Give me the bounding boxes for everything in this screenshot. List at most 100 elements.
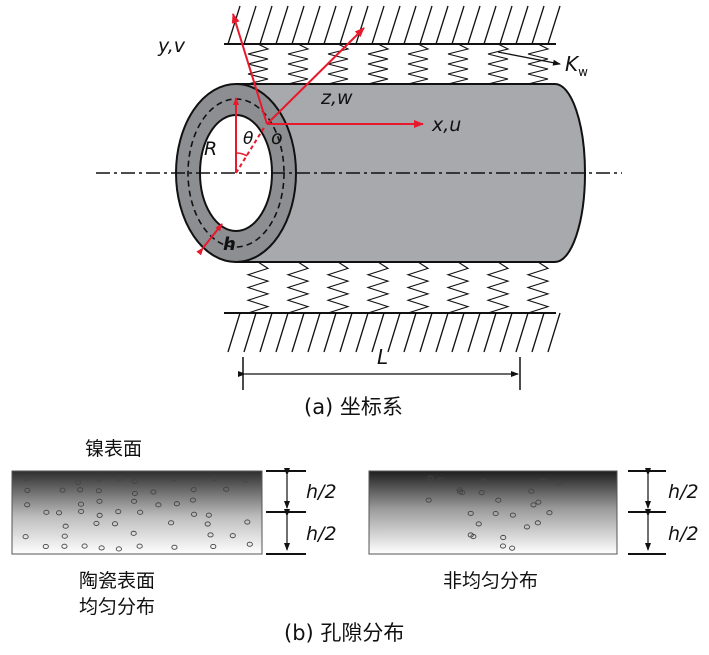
label-Kw: Kw bbox=[565, 52, 588, 79]
label-origin: o bbox=[271, 127, 283, 149]
length-dimension bbox=[238, 357, 521, 390]
pore bbox=[131, 498, 138, 504]
pore bbox=[509, 512, 516, 518]
pore bbox=[56, 510, 63, 516]
nonuniform-pores bbox=[425, 475, 563, 551]
left-half-lower-label: h/2 bbox=[306, 523, 337, 545]
pore bbox=[495, 497, 502, 503]
label-theta: θ bbox=[243, 129, 254, 149]
pore bbox=[556, 480, 563, 486]
pore bbox=[475, 521, 482, 527]
spring bbox=[527, 43, 550, 85]
pore bbox=[437, 477, 444, 483]
caption-b: (b) 孔隙分布 bbox=[284, 621, 404, 645]
spring bbox=[447, 43, 470, 85]
pore bbox=[427, 475, 434, 481]
spring bbox=[246, 261, 270, 314]
pore bbox=[155, 502, 162, 508]
pore bbox=[96, 512, 103, 518]
pore bbox=[205, 512, 212, 518]
pore bbox=[500, 534, 507, 541]
pore bbox=[207, 532, 214, 538]
pore bbox=[539, 478, 546, 484]
pore bbox=[77, 501, 85, 507]
pore bbox=[244, 519, 251, 525]
spring bbox=[327, 43, 350, 85]
pore bbox=[22, 534, 29, 540]
winkler-springs-top bbox=[247, 43, 550, 85]
pore bbox=[459, 490, 466, 496]
left-caption-line2: 均匀分布 bbox=[79, 596, 155, 618]
label-nickel-surface: 镍表面 bbox=[85, 438, 142, 460]
pore bbox=[223, 486, 230, 492]
uniform-slab bbox=[11, 470, 263, 555]
pore bbox=[499, 543, 507, 549]
pore bbox=[42, 543, 49, 550]
uniform-pores bbox=[22, 475, 253, 552]
pore bbox=[150, 489, 157, 495]
pore bbox=[96, 498, 103, 504]
pore bbox=[93, 520, 100, 526]
pore bbox=[190, 487, 197, 493]
pore bbox=[509, 545, 516, 551]
kw-pointer bbox=[497, 51, 561, 66]
pore bbox=[115, 546, 122, 552]
pore bbox=[23, 476, 30, 482]
left-half-upper-label: h/2 bbox=[306, 481, 337, 503]
pore bbox=[229, 533, 236, 539]
pore bbox=[191, 511, 198, 517]
pore bbox=[62, 523, 69, 529]
pore bbox=[111, 521, 119, 527]
pore bbox=[43, 509, 50, 515]
right-half-upper-label: h/2 bbox=[668, 481, 699, 503]
pore bbox=[242, 477, 249, 483]
pore bbox=[171, 544, 178, 550]
left-caption-line1: 陶瓷表面 bbox=[79, 570, 155, 592]
bottom-ground bbox=[224, 312, 561, 353]
pore bbox=[467, 510, 474, 516]
pore bbox=[81, 543, 88, 549]
right-thickness-dims bbox=[628, 468, 666, 555]
pore bbox=[492, 511, 499, 517]
pore bbox=[189, 497, 196, 503]
spring bbox=[247, 43, 270, 85]
pore bbox=[425, 497, 432, 503]
pore bbox=[98, 545, 105, 551]
thickness-arrow bbox=[196, 223, 223, 256]
pore bbox=[546, 510, 553, 516]
pore bbox=[61, 543, 68, 549]
label-x-u: x,u bbox=[431, 114, 461, 136]
pore bbox=[136, 543, 143, 549]
pore bbox=[478, 490, 485, 496]
right-half-lower-label: h/2 bbox=[668, 523, 699, 545]
pore bbox=[115, 509, 122, 515]
label-z-w: z,w bbox=[320, 87, 353, 109]
spring bbox=[407, 43, 430, 85]
left-thickness-dims bbox=[266, 468, 306, 555]
pore bbox=[130, 530, 137, 536]
winkler-springs-bottom bbox=[246, 261, 550, 314]
pore bbox=[210, 543, 217, 550]
pore bbox=[59, 487, 66, 493]
caption-a: (a) 坐标系 bbox=[304, 395, 403, 419]
pore bbox=[24, 487, 31, 493]
spring bbox=[486, 261, 510, 314]
pore bbox=[96, 476, 103, 482]
pore bbox=[77, 487, 84, 493]
spring bbox=[287, 43, 310, 85]
theta-arc bbox=[235, 152, 248, 157]
pore bbox=[116, 475, 123, 481]
spring bbox=[286, 261, 310, 314]
pore bbox=[168, 520, 175, 526]
pore bbox=[211, 476, 218, 482]
y-axis-arrow bbox=[231, 13, 268, 125]
pore bbox=[24, 502, 31, 508]
pore bbox=[77, 508, 85, 514]
coordinate-axes bbox=[196, 13, 424, 256]
pore bbox=[75, 479, 82, 485]
pore bbox=[246, 541, 253, 547]
label-R: R bbox=[204, 138, 217, 160]
spring bbox=[406, 261, 430, 314]
pore bbox=[173, 501, 180, 507]
